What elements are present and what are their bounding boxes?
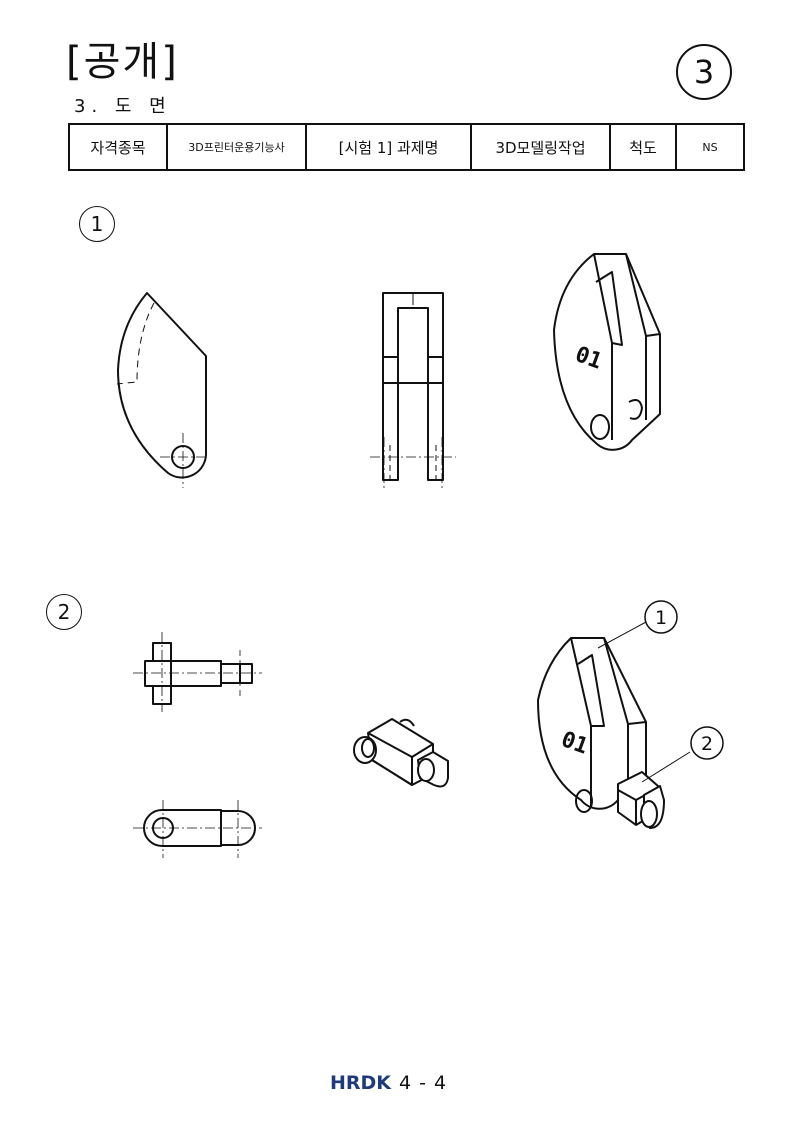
page-title: [공개] — [66, 39, 179, 85]
callout-1: 1 — [644, 600, 678, 634]
value-qualification: 3D프린터운용기능사 — [166, 123, 307, 171]
sheet-number-circle: 3 — [676, 44, 732, 100]
label-task: [시험 1] 과제명 — [305, 123, 472, 171]
assembly-isometric: 01 — [537, 621, 691, 829]
part1-side-view — [116, 292, 208, 488]
part2-isometric — [353, 718, 449, 788]
callout-2-label: 2 — [701, 733, 713, 755]
hrdk-logo: HRDK — [330, 1072, 392, 1094]
part1-front-view — [370, 292, 456, 488]
value-task: 3D모델링작업 — [470, 123, 611, 171]
label-scale: 척도 — [609, 123, 677, 171]
section-2-number: 2 — [46, 594, 82, 630]
page-number: 4 - 4 — [399, 1072, 448, 1094]
section-1-number: 1 — [79, 206, 115, 242]
part2-front-view — [133, 632, 262, 712]
callout-1-label: 1 — [655, 607, 667, 629]
value-scale: NS — [675, 123, 745, 171]
section-heading: 3. 도 면 — [74, 96, 172, 117]
title-block-table: 자격종목 3D프린터운용기능사 [시험 1] 과제명 3D모델링작업 척도 NS — [68, 123, 745, 171]
part2-top-view — [133, 800, 262, 858]
part1-isometric: 01 — [553, 253, 661, 451]
label-qualification: 자격종목 — [68, 123, 168, 171]
page-footer: HRDK 4 - 4 — [330, 1072, 447, 1094]
callout-2: 2 — [690, 726, 724, 760]
